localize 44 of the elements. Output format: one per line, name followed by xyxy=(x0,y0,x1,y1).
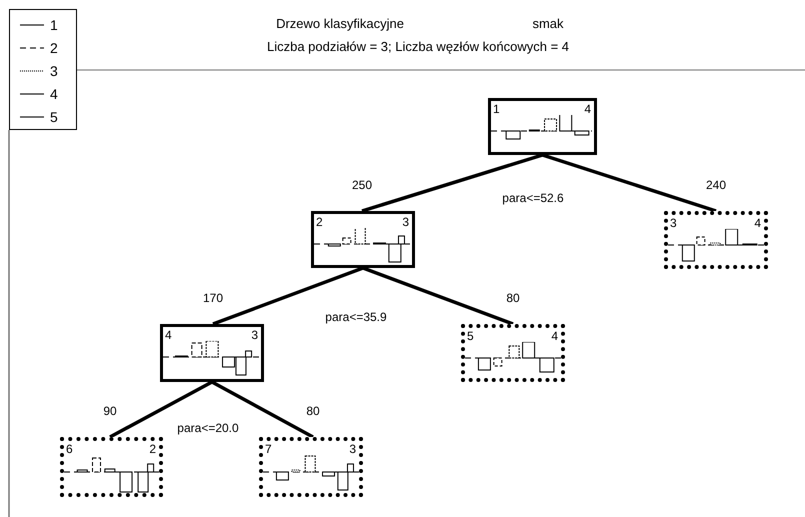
class-label: 4 xyxy=(754,217,761,230)
split-condition: para<=35.9 xyxy=(325,310,387,324)
tree-branch xyxy=(361,153,544,213)
subtitle-text: smak xyxy=(532,17,564,31)
tree-branch xyxy=(362,266,514,326)
edge-label: 250 xyxy=(352,178,372,192)
chart-title: Drzewo klasyfikacyjne xyxy=(276,17,404,31)
class-label: 3 xyxy=(251,329,258,342)
tree-branch xyxy=(211,380,314,439)
tree-branch xyxy=(542,153,717,213)
edge-label: 80 xyxy=(506,291,520,305)
legend-label: 4 xyxy=(50,86,58,102)
tree-branch xyxy=(212,266,364,326)
split-node-box xyxy=(160,324,264,382)
terminal-node-box xyxy=(664,211,768,269)
class-label: 4 xyxy=(584,103,591,116)
node-number: 4 xyxy=(165,329,172,342)
edge-label: 80 xyxy=(306,404,320,418)
legend-label: 1 xyxy=(50,17,58,33)
class-label: 2 xyxy=(149,443,156,456)
node-number: 7 xyxy=(265,443,272,456)
node-number: 2 xyxy=(316,216,323,229)
class-label: 4 xyxy=(551,330,558,343)
edge-label: 240 xyxy=(706,178,726,192)
subtitle-text: Liczba podziałów = 3; Liczba węzłów końcowych = 4 xyxy=(266,40,570,54)
split-condition: para<=52.6 xyxy=(502,191,564,205)
class-label: 3 xyxy=(349,443,356,456)
legend-label: 5 xyxy=(50,109,58,125)
split-node-box xyxy=(311,211,415,268)
node-number: 5 xyxy=(467,330,474,343)
edge-label: 90 xyxy=(103,404,117,418)
legend-label: 3 xyxy=(50,63,58,79)
class-label: 3 xyxy=(402,216,409,229)
node-number: 1 xyxy=(493,103,500,116)
terminal-node-box xyxy=(60,437,163,497)
terminal-node-box xyxy=(259,437,363,497)
node-number: 6 xyxy=(66,443,73,456)
split-condition: para<=20.0 xyxy=(177,421,239,435)
terminal-node-box xyxy=(461,324,565,382)
tree-branch xyxy=(109,380,213,439)
node-number: 3 xyxy=(670,217,677,230)
legend-label: 2 xyxy=(50,40,58,56)
split-node-box xyxy=(488,98,597,155)
edge-label: 170 xyxy=(202,291,224,305)
